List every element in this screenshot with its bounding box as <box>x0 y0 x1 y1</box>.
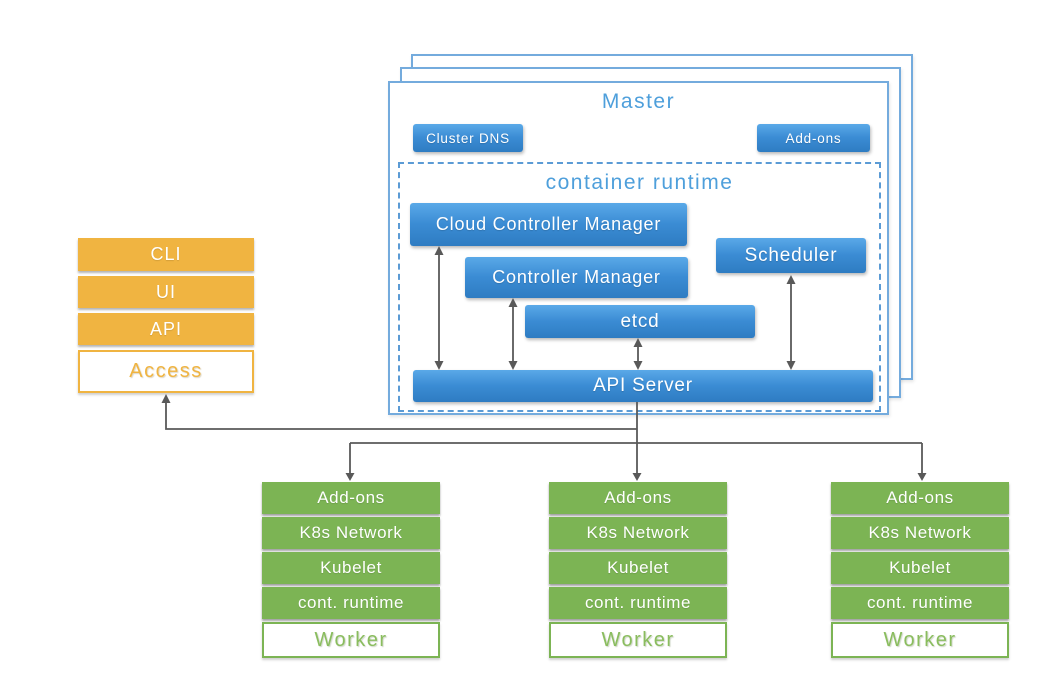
etcd-box: etcd <box>525 305 755 338</box>
master-node-box: Master Cluster DNS Add-ons container run… <box>388 81 889 415</box>
cluster-dns-box: Cluster DNS <box>413 124 523 152</box>
container-runtime-title: container runtime <box>545 171 734 194</box>
worker3-cont-runtime-box: cont. runtime <box>831 587 1009 619</box>
worker1-kubelet-box: Kubelet <box>262 552 440 584</box>
worker2-k8s-network-box: K8s Network <box>549 517 727 549</box>
worker1-label-box: Worker <box>262 622 440 658</box>
worker3-label-box: Worker <box>831 622 1009 658</box>
worker2-cont-runtime-box: cont. runtime <box>549 587 727 619</box>
master-title: Master <box>601 90 676 113</box>
worker3-addons-box: Add-ons <box>831 482 1009 514</box>
worker2-kubelet-box: Kubelet <box>549 552 727 584</box>
addons-master-box: Add-ons <box>757 124 870 152</box>
access-ui-box: UI <box>78 276 254 308</box>
container-runtime-box: container runtime Cloud Controller Manag… <box>398 162 881 412</box>
worker2-addons-box: Add-ons <box>549 482 727 514</box>
access-api-box: API <box>78 313 254 345</box>
worker1-k8s-network-box: K8s Network <box>262 517 440 549</box>
worker3-kubelet-box: Kubelet <box>831 552 1009 584</box>
api-server-box: API Server <box>413 370 873 402</box>
access-cli-box: CLI <box>78 238 254 271</box>
access-label-box: Access <box>78 350 254 393</box>
worker3-k8s-network-box: K8s Network <box>831 517 1009 549</box>
cloud-controller-manager-box: Cloud Controller Manager <box>410 203 687 246</box>
worker2-label-box: Worker <box>549 622 727 658</box>
worker1-addons-box: Add-ons <box>262 482 440 514</box>
scheduler-box: Scheduler <box>716 238 866 273</box>
worker1-cont-runtime-box: cont. runtime <box>262 587 440 619</box>
controller-manager-box: Controller Manager <box>465 257 688 298</box>
